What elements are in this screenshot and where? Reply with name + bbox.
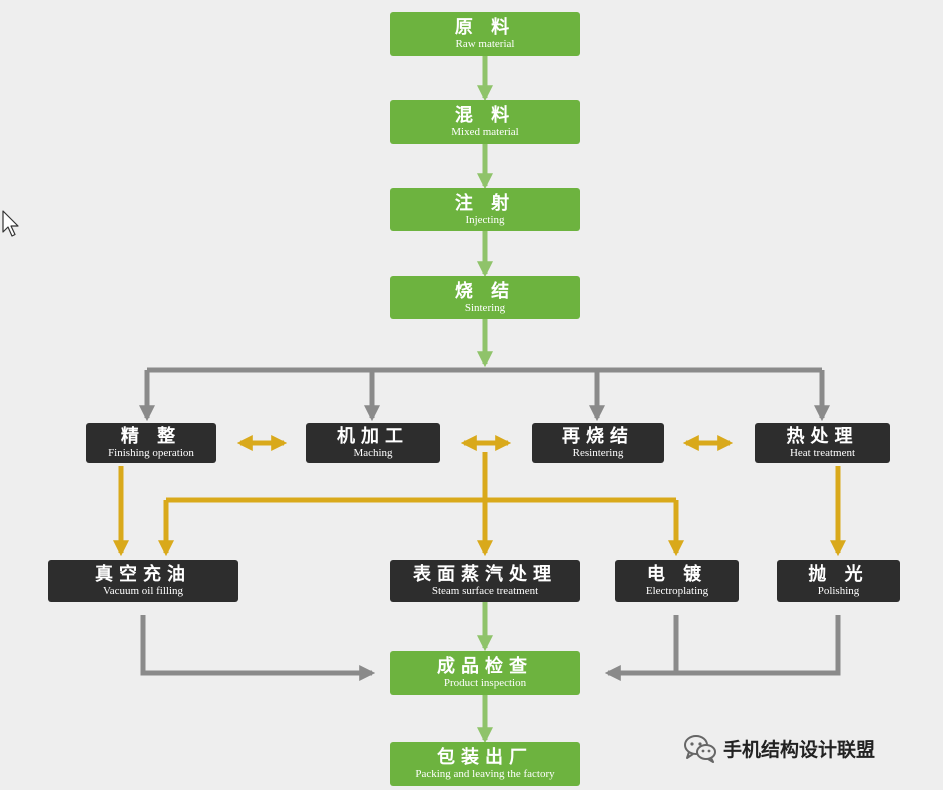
step-label-en: Vacuum oil filling (102, 585, 184, 597)
step-resintering: 再烧结 Resintering (532, 423, 664, 463)
step-label-en: Finishing operation (108, 447, 194, 459)
step-packing: 包装出厂 Packing and leaving the factory (390, 742, 580, 786)
step-label-zh: 包装出厂 (437, 747, 533, 768)
step-heat-treatment: 热处理 Heat treatment (755, 423, 890, 463)
step-label-en: Maching (353, 447, 393, 459)
step-label-en: Steam surface treatment (431, 585, 539, 597)
step-label-zh: 电 镀 (646, 564, 708, 585)
step-mixed-material: 混 料 Mixed material (390, 100, 580, 144)
step-label-zh: 表面蒸汽处理 (413, 564, 557, 585)
wechat-icon (684, 735, 716, 763)
step-label-zh: 成品检查 (437, 656, 533, 677)
step-label-en: Packing and leaving the factory (415, 768, 555, 780)
mouse-pointer-icon (2, 210, 19, 237)
line-polishing-to-inspection (676, 615, 841, 676)
step-label-zh: 混 料 (454, 105, 516, 126)
step-sintering: 烧 结 Sintering (390, 276, 580, 319)
step-label-en: Electroplating (645, 585, 709, 597)
watermark-text: 手机结构设计联盟 (723, 738, 876, 761)
step-label-en: Sintering (464, 301, 506, 314)
step-label-en: Injecting (465, 213, 505, 226)
step-finishing: 精 整 Finishing operation (86, 423, 216, 463)
arrow-electroplating-to-inspection (604, 615, 679, 682)
step-label-en: Raw material (455, 38, 515, 50)
step-label-en: Mixed material (451, 126, 519, 138)
step-steam-surface-treatment: 表面蒸汽处理 Steam surface treatment (390, 560, 580, 602)
step-label-zh: 抛 光 (808, 564, 869, 585)
arrow-vacuum-to-inspection (140, 615, 376, 682)
step-label-zh: 热处理 (786, 426, 859, 447)
step-polishing: 抛 光 Polishing (777, 560, 900, 602)
step-raw-material: 原 料 Raw material (390, 12, 580, 56)
step-label-en: Resintering (572, 447, 624, 459)
step-label-zh: 注 射 (454, 192, 516, 214)
step-label-zh: 精 整 (120, 426, 182, 447)
step-label-en: Heat treatment (789, 447, 856, 459)
watermark: 手机结构设计联盟 (683, 733, 875, 763)
step-injecting: 注 射 Injecting (390, 188, 580, 231)
step-electroplating: 电 镀 Electroplating (615, 560, 739, 602)
step-label-zh: 再烧结 (562, 426, 634, 447)
step-label-en: Product inspection (443, 677, 527, 689)
step-label-en: Polishing (817, 585, 860, 597)
step-label-zh: 烧 结 (454, 280, 516, 302)
step-label-zh: 机加工 (337, 426, 409, 447)
step-vacuum-oil-filling: 真空充油 Vacuum oil filling (48, 560, 238, 602)
step-label-zh: 真空充油 (95, 564, 191, 585)
step-product-inspection: 成品检查 Product inspection (390, 651, 580, 695)
step-label-zh: 原 料 (454, 17, 516, 38)
step-machining: 机加工 Maching (306, 423, 440, 463)
